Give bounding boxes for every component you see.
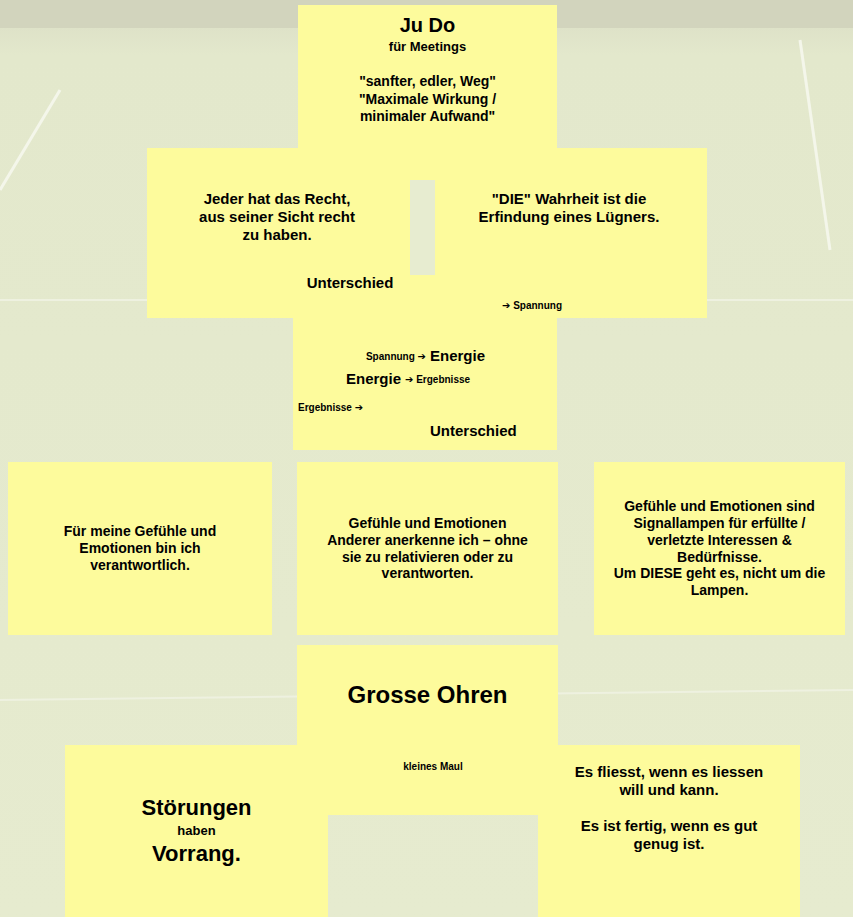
- box-text: für Meetings: [389, 39, 466, 55]
- box-text: kleines Maul: [403, 761, 462, 773]
- title-box: Ju Do für Meetings "sanfter, edler, Weg""M…: [298, 5, 557, 150]
- box-text: "sanfter, edler, Weg": [359, 73, 496, 90]
- principle-box: Gefühle und Emotionen Anderer anerkenne …: [297, 462, 558, 635]
- box-text: Grosse Ohren: [347, 681, 507, 710]
- box-text: Jeder hat das Recht, aus seiner Sicht re…: [192, 190, 362, 244]
- box-text: Um DIESE geht es, nicht um die Lampen.: [605, 565, 835, 599]
- gap-square: [410, 180, 435, 275]
- box-text: "Maximale Wirkung / minimaler Aufwand": [328, 91, 528, 125]
- box-text: Vorrang.: [152, 841, 241, 867]
- principle-box: Für meine Gefühle und Emotionen bin ich …: [8, 462, 272, 635]
- box-text: Ju Do: [400, 13, 456, 37]
- principle-box: Es fliesst, wenn es liessen will und kan…: [538, 745, 800, 917]
- box-text: Für meine Gefühle und Emotionen bin ich …: [50, 523, 230, 573]
- box-text: Ergebnisse ➔: [298, 402, 428, 414]
- box-text: Energie: [303, 370, 401, 388]
- heading-box: Grosse Ohren: [297, 645, 558, 746]
- box-text: Spannung ➔: [313, 351, 426, 363]
- box-text: ➔ Ergebnisse: [405, 374, 545, 386]
- box-text: Energie: [430, 347, 550, 365]
- box-text: haben: [177, 823, 215, 839]
- box-text: Störungen: [142, 795, 252, 821]
- box-text: Unterschied: [295, 274, 405, 292]
- box-text: "DIE" Wahrheit ist die Erfindung eines L…: [469, 190, 669, 226]
- principle-box: Störungen habenVorrang.: [65, 745, 328, 917]
- note-box: kleines Maul: [328, 745, 538, 815]
- box-text: Gefühle und Emotionen Anderer anerkenne …: [325, 515, 530, 582]
- box-text: Unterschied: [430, 422, 555, 440]
- box-text: Es ist fertig, wenn es gut genug ist.: [569, 817, 769, 853]
- box-text: Es fliesst, wenn es liessen will und kan…: [569, 763, 769, 799]
- field-line: [800, 40, 830, 250]
- field-line: [0, 90, 60, 190]
- box-text: Gefühle und Emotionen sind Signallampen …: [605, 498, 835, 565]
- box-text: ➔ Spannung: [477, 300, 587, 312]
- principle-box: Jeder hat das Recht, aus seiner Sicht re…: [147, 148, 707, 318]
- cycle-box: Spannung ➔EnergieEnergie➔ ErgebnisseErge…: [293, 318, 557, 450]
- principle-box: Gefühle und Emotionen sind Signallampen …: [594, 462, 845, 635]
